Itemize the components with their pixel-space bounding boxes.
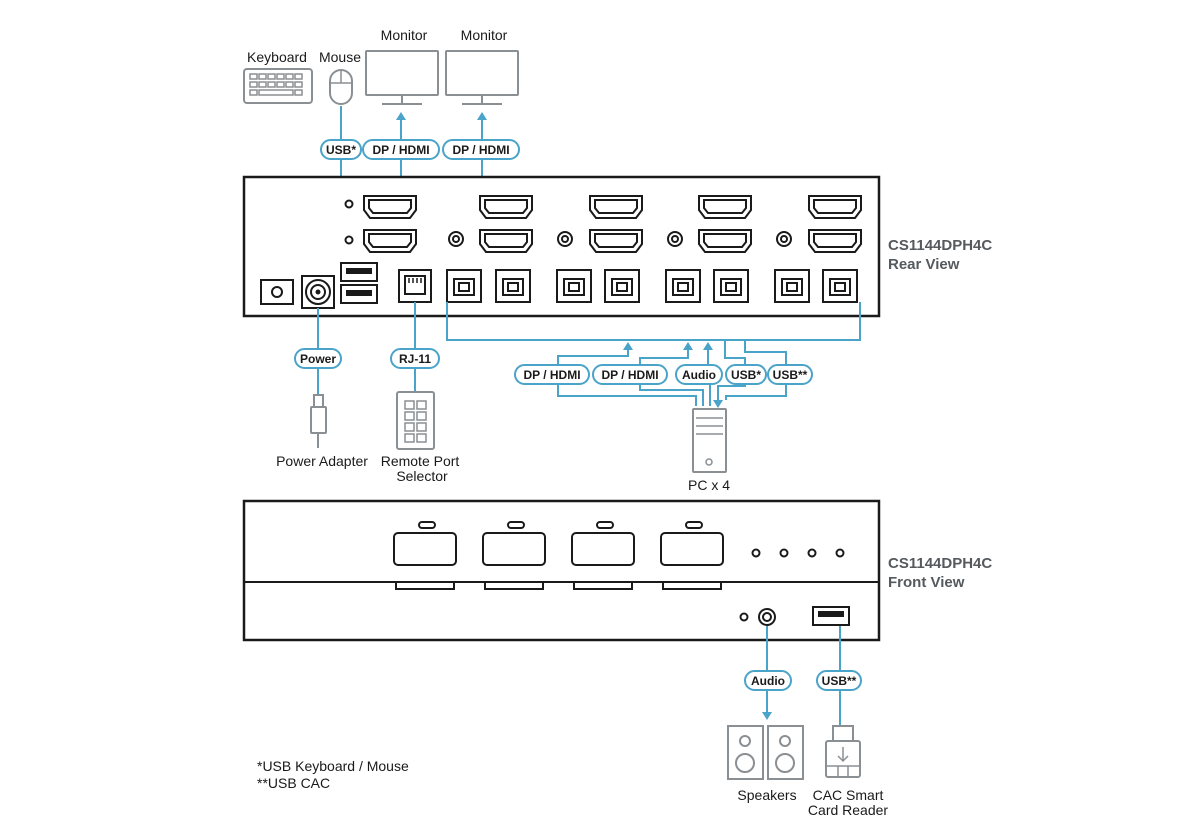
arrow-up-icon xyxy=(623,342,633,350)
footnote-usb-cac: **USB CAC xyxy=(257,775,330,791)
mouse-icon xyxy=(329,69,353,105)
speakers-label: Speakers xyxy=(737,787,796,803)
power-pill: Power xyxy=(294,348,342,369)
mouse-label: Mouse xyxy=(319,49,361,65)
usb-b-port-icon xyxy=(665,269,701,303)
svg-text:DP / HDMI: DP / HDMI xyxy=(372,143,429,157)
front-usb-port-icon xyxy=(812,606,850,626)
svg-text:DP / HDMI: DP / HDMI xyxy=(452,143,509,157)
front-view-label: Front View xyxy=(888,574,965,591)
monitor-label-2: Monitor xyxy=(461,27,508,43)
svg-text:DP / HDMI: DP / HDMI xyxy=(523,368,580,382)
cac-card-reader-icon xyxy=(825,725,861,778)
pc-bus-wire xyxy=(446,302,861,341)
usb-kbm-pill: USB* xyxy=(320,139,362,160)
pc-usb-cac-pill: USB** xyxy=(767,364,813,385)
audio-jack-icons xyxy=(448,231,792,247)
svg-text:Audio: Audio xyxy=(682,368,716,382)
usb-b-port-icon xyxy=(713,269,749,303)
arrow-down-icon xyxy=(762,712,772,720)
arrow-up-icon xyxy=(477,112,487,120)
front-view-model: CS1144DPH4C xyxy=(888,555,992,572)
led-dot-icon xyxy=(739,612,749,622)
speakers-icon xyxy=(727,725,804,780)
usb-b-port-icon xyxy=(495,269,531,303)
front-usb-cac-pill: USB** xyxy=(816,670,862,691)
arrow-down-icon xyxy=(713,400,723,408)
svg-text:USB**: USB** xyxy=(822,674,857,688)
power-jack-icon xyxy=(301,275,335,309)
usb-b-port-icon xyxy=(604,269,640,303)
usb-b-ports xyxy=(446,269,858,303)
led-dot-icon xyxy=(779,548,789,558)
svg-text:Power: Power xyxy=(300,352,336,366)
front-audio-jack-icon xyxy=(758,608,776,626)
monitor-icon xyxy=(365,50,439,105)
usb-b-port-icon xyxy=(822,269,858,303)
port-button-3[interactable] xyxy=(571,521,635,590)
usb-b-port-icon xyxy=(556,269,592,303)
port-button-1[interactable] xyxy=(393,521,457,590)
usb-a-port-icon xyxy=(340,262,378,304)
arrow-up-icon xyxy=(683,342,693,350)
power-adapter-label: Power Adapter xyxy=(276,453,368,469)
svg-text:Audio: Audio xyxy=(751,674,785,688)
rj11-pill: RJ-11 xyxy=(390,348,440,369)
dp-hdmi-pill-1: DP / HDMI xyxy=(362,139,440,160)
port-select-buttons xyxy=(393,521,724,590)
monitor-icon xyxy=(445,50,519,105)
monitor-label-1: Monitor xyxy=(381,27,428,43)
svg-text:USB*: USB* xyxy=(731,368,761,382)
led-dot-icon xyxy=(344,199,354,209)
led-dot-icon xyxy=(751,548,761,558)
arrow-up-icon xyxy=(396,112,406,120)
pc-audio-pill: Audio xyxy=(675,364,723,385)
front-panel xyxy=(242,499,881,642)
led-dot-icon xyxy=(835,548,845,558)
svg-text:DP / HDMI: DP / HDMI xyxy=(601,368,658,382)
footnote-usb-kbm: *USB Keyboard / Mouse xyxy=(257,758,409,774)
usb-b-port-icon xyxy=(446,269,482,303)
pc-tower-icon xyxy=(692,408,727,473)
pc-dp-hdmi-pill-2: DP / HDMI xyxy=(592,364,668,385)
dp-hdmi-pill-2: DP / HDMI xyxy=(442,139,520,160)
svg-text:USB*: USB* xyxy=(326,143,356,157)
remote-port-selector-icon xyxy=(396,391,435,450)
pc-label: PC x 4 xyxy=(688,477,730,493)
svg-text:RJ-11: RJ-11 xyxy=(399,352,431,366)
keyboard-icon xyxy=(243,68,313,104)
port-button-4[interactable] xyxy=(660,521,724,590)
remote-port-label-2: Selector xyxy=(396,468,448,484)
pc-usb-pill: USB* xyxy=(725,364,767,385)
svg-text:USB**: USB** xyxy=(773,368,808,382)
power-adapter-icon xyxy=(310,394,327,448)
rj11-port-icon xyxy=(398,269,432,303)
front-audio-pill: Audio xyxy=(744,670,792,691)
rear-view-label: Rear View xyxy=(888,256,960,273)
usb-b-port-icon xyxy=(774,269,810,303)
port-button-2[interactable] xyxy=(482,521,546,590)
front-led-dots xyxy=(751,548,845,558)
rear-view-model: CS1144DPH4C xyxy=(888,237,992,254)
arrow-up-icon xyxy=(703,342,713,350)
led-dot-icon xyxy=(344,235,354,245)
hdmi-ports xyxy=(363,195,862,253)
keyboard-label: Keyboard xyxy=(247,49,307,65)
power-port-icon xyxy=(260,279,294,305)
led-dot-icon xyxy=(807,548,817,558)
pc-dp-hdmi-pill-1: DP / HDMI xyxy=(514,364,590,385)
remote-port-label-1: Remote Port xyxy=(381,453,460,469)
cac-label-1: CAC Smart xyxy=(813,787,884,803)
cac-label-2: Card Reader xyxy=(808,802,888,818)
